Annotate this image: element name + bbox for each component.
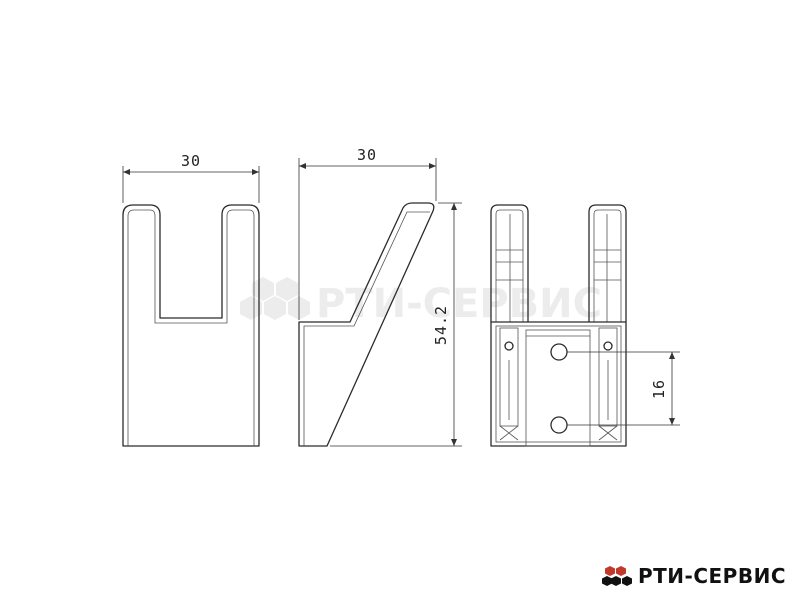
front-width-dimension: 30	[122, 152, 260, 203]
back-view: 16	[490, 204, 680, 447]
watermark-hexagon-icon	[240, 277, 310, 320]
brand-logo: РТИ-СЕРВИС	[602, 564, 786, 588]
watermark-text: РТИ-СЕРВИС	[316, 281, 602, 327]
front-view: 30	[122, 152, 260, 447]
watermark: РТИ-СЕРВИС	[240, 277, 602, 327]
back-view-left-prong	[490, 204, 529, 322]
hole-spacing-label: 16	[650, 379, 668, 399]
side-height-label: 54.2	[432, 305, 450, 345]
back-view-screw-hole-bottom	[550, 416, 568, 434]
front-width-label: 30	[181, 152, 201, 170]
side-width-label: 30	[357, 146, 377, 164]
side-view: 30 54.2	[298, 146, 462, 447]
side-view-outline	[298, 202, 435, 447]
front-view-outline	[122, 204, 260, 447]
back-view-base	[490, 321, 627, 447]
back-view-right-prong	[588, 204, 627, 322]
hexagon-cluster-icon	[602, 566, 632, 586]
hole-spacing-dimension: 16	[567, 351, 680, 426]
back-view-small-hole-right	[603, 341, 613, 351]
brand-name: РТИ-СЕРВИС	[638, 564, 786, 588]
side-width-dimension: 30	[298, 146, 437, 320]
back-view-screw-hole-top	[550, 343, 568, 361]
back-view-small-hole-left	[504, 341, 514, 351]
side-view-inner-edge	[303, 211, 430, 446]
front-view-inner-edge	[127, 209, 255, 446]
side-height-dimension: 54.2	[330, 202, 462, 447]
back-view-mounting-plate	[525, 329, 591, 447]
